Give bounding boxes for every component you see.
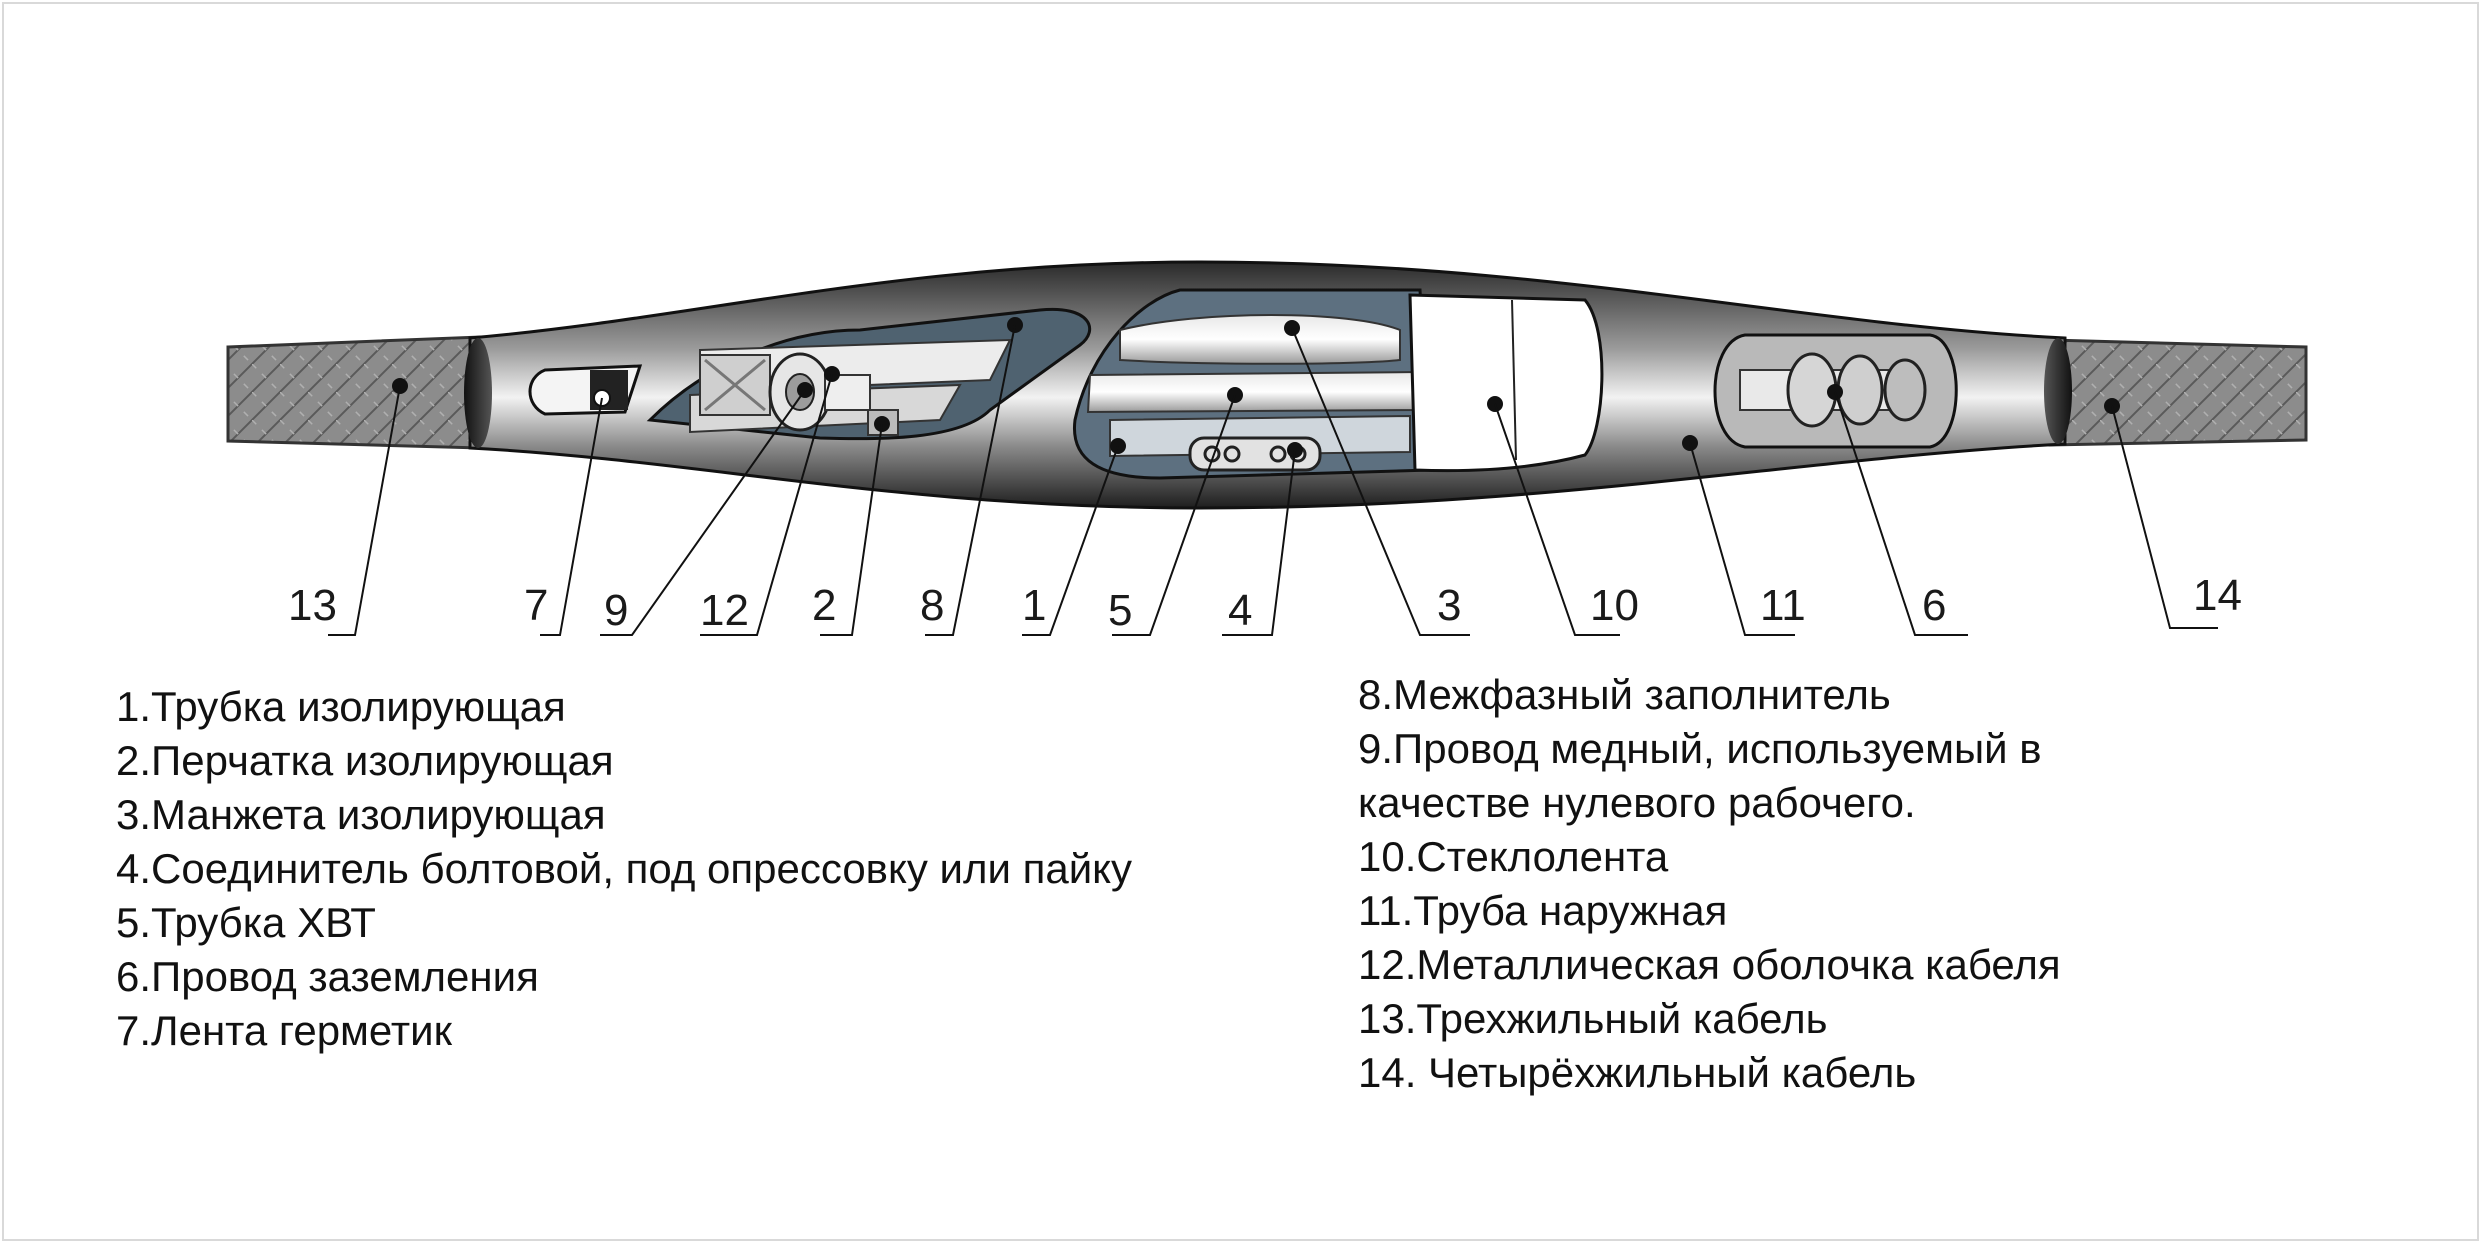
legend-item: 11.Труба наружная xyxy=(1358,887,1728,934)
legend-item: 7.Лента герметик xyxy=(116,1007,452,1054)
legend-item: 10.Стеклолента xyxy=(1358,833,1669,880)
callout-3: 3 xyxy=(1437,581,1461,630)
callout-6: 6 xyxy=(1922,581,1946,630)
center-cutaway xyxy=(1072,288,1604,480)
callout-5: 5 xyxy=(1108,586,1132,635)
legend-left: 1.Трубка изолирующая 2.Перчатка изолирую… xyxy=(116,680,1132,1058)
legend-item: 13.Трехжильный кабель xyxy=(1358,995,1828,1042)
legend-item: качестве нулевого рабочего. xyxy=(1358,779,1916,826)
legend-item: 4.Соединитель болтовой, под опрессовку и… xyxy=(116,845,1133,892)
legend-item: 6.Провод заземления xyxy=(116,953,539,1000)
sealant-tape-window xyxy=(528,364,643,416)
callout-4: 4 xyxy=(1228,586,1252,635)
callouts: 13 7 9 12 2 8 1 5 4 3 10 11 6 xyxy=(288,317,2242,636)
callout-7: 7 xyxy=(524,581,548,630)
legend-item: 12.Металлическая оболочка кабеля xyxy=(1358,941,2061,988)
legend-item: 1.Трубка изолирующая xyxy=(116,683,566,730)
legend-right: 8.Межфазный заполнитель 9.Провод медный,… xyxy=(1358,668,2061,1100)
callout-2: 2 xyxy=(812,581,836,630)
legend-item: 2.Перчатка изолирующая xyxy=(116,737,614,784)
callout-14: 14 xyxy=(2193,571,2242,620)
legend-item: 9.Провод медный, используемый в xyxy=(1358,725,2042,772)
callout-11: 11 xyxy=(1760,581,1806,630)
callout-8: 8 xyxy=(920,581,944,630)
callout-12: 12 xyxy=(700,586,749,635)
callout-1: 1 xyxy=(1022,581,1046,630)
cable-joint-diagram: 13 7 9 12 2 8 1 5 4 3 10 11 6 xyxy=(226,260,2308,636)
legend-item: 3.Манжета изолирующая xyxy=(116,791,606,838)
four-core-cable xyxy=(2048,338,2308,447)
callout-13: 13 xyxy=(288,581,337,630)
legend-item: 8.Межфазный заполнитель xyxy=(1358,671,1891,718)
callout-9: 9 xyxy=(604,586,628,635)
legend-item: 14. Четырёхжильный кабель xyxy=(1358,1049,1917,1096)
callout-10: 10 xyxy=(1590,581,1639,630)
legend-item: 5.Трубка ХВТ xyxy=(116,899,376,946)
three-core-cable xyxy=(226,335,482,450)
